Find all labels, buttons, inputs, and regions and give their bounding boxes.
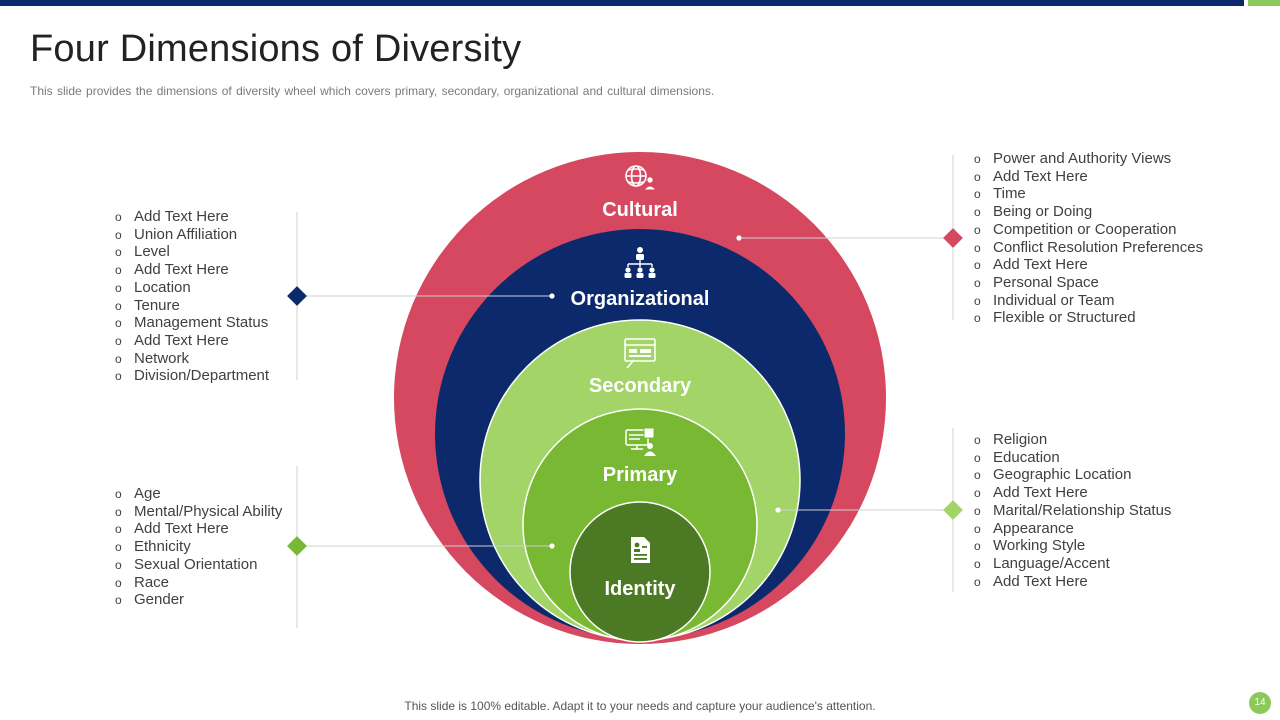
list-item: Working Style — [974, 537, 1171, 555]
list-item: Time — [974, 185, 1203, 203]
list-item: Flexible or Structured — [974, 309, 1203, 327]
list-item: Conflict Resolution Preferences — [974, 239, 1203, 257]
list-item: Add Text Here — [115, 332, 269, 350]
list-item: Personal Space — [974, 274, 1203, 292]
list-item: Race — [115, 574, 282, 592]
org-chart-icon — [624, 247, 656, 278]
secondary-dimension-list: ReligionEducationGeographic LocationAdd … — [974, 431, 1171, 591]
list-item: Ethnicity — [115, 538, 282, 556]
list-item: Tenure — [115, 297, 269, 315]
cultural-dimension-list: Power and Authority ViewsAdd Text HereTi… — [974, 150, 1203, 328]
list-item: Age — [115, 485, 282, 503]
slide-footer-note: This slide is 100% editable. Adapt it to… — [404, 699, 876, 713]
list-item: Management Status — [115, 314, 269, 332]
list-item: Religion — [974, 431, 1171, 449]
browser-window-icon — [624, 338, 656, 369]
identity-core — [569, 501, 711, 643]
globe-user-icon — [625, 165, 658, 191]
page-number-badge: 14 — [1249, 692, 1271, 714]
list-item: Add Text Here — [974, 256, 1203, 274]
list-item: Add Text Here — [115, 261, 269, 279]
list-item: Union Affiliation — [115, 226, 269, 244]
list-item: Add Text Here — [974, 168, 1203, 186]
top-accent-bar — [0, 0, 1244, 6]
organizational-connector — [287, 286, 555, 306]
list-item: Add Text Here — [115, 520, 282, 538]
top-accent-bar-green — [1248, 0, 1280, 6]
list-item: Division/Department — [115, 367, 269, 385]
list-item: Location — [115, 279, 269, 297]
organizational-dimension-list: Add Text HereUnion AffiliationLevelAdd T… — [115, 208, 269, 386]
list-item: Education — [974, 449, 1171, 467]
slide-title: Four Dimensions of Diversity — [30, 28, 522, 70]
list-item: Add Text Here — [974, 573, 1171, 591]
list-item: Sexual Orientation — [115, 556, 282, 574]
primary-label: Primary — [603, 464, 678, 486]
list-item: Mental/Physical Ability — [115, 503, 282, 521]
list-item: Competition or Cooperation — [974, 221, 1203, 239]
list-item: Add Text Here — [115, 208, 269, 226]
secondary-label: Secondary — [589, 375, 692, 397]
organizational-label: Organizational — [571, 288, 710, 310]
list-item: Power and Authority Views — [974, 150, 1203, 168]
list-item: Language/Accent — [974, 555, 1171, 573]
list-item: Geographic Location — [974, 466, 1171, 484]
slide-subtitle: This slide provides the dimensions of di… — [30, 84, 715, 98]
primary-dimension-list: AgeMental/Physical AbilityAdd Text HereE… — [115, 485, 282, 610]
secondary-connector — [775, 500, 963, 520]
computer-user-icon — [625, 427, 656, 456]
primary-connector — [287, 536, 555, 556]
list-item: Individual or Team — [974, 292, 1203, 310]
id-document-icon — [631, 537, 650, 563]
list-item: Level — [115, 243, 269, 261]
list-item: Network — [115, 350, 269, 368]
list-item: Marital/Relationship Status — [974, 502, 1171, 520]
identity-label: Identity — [604, 578, 676, 600]
list-item: Appearance — [974, 520, 1171, 538]
list-item: Add Text Here — [974, 484, 1171, 502]
list-item: Being or Doing — [974, 203, 1203, 221]
cultural-label: Cultural — [602, 199, 678, 221]
list-item: Gender — [115, 591, 282, 609]
